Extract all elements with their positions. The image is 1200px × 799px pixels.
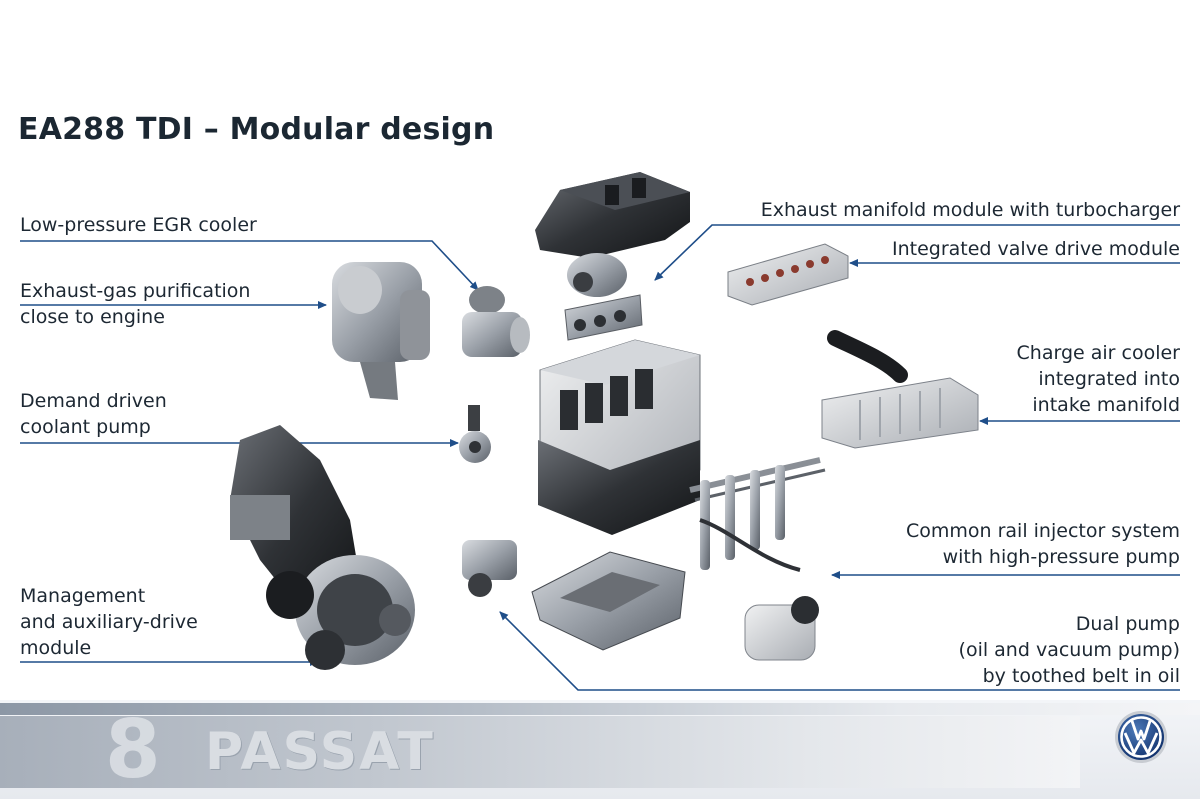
label-line: by toothed belt in oil: [982, 665, 1180, 687]
label-egr-cooler: Low-pressure EGR cooler: [20, 212, 257, 238]
engine-block-part: [538, 339, 701, 535]
label-line: Demand driven: [20, 390, 167, 412]
label-line: and auxiliary-drive: [20, 611, 198, 633]
watermark-passat: PASSAT: [205, 722, 435, 782]
charge-air-cooler-part: [821, 330, 979, 449]
label-line: coolant pump: [20, 416, 151, 438]
dual-pump-line: [499, 611, 1180, 691]
turbocharger-part: [564, 253, 643, 341]
dual-pump-part: [462, 540, 517, 597]
label-charge-air: Charge air cooler integrated into intake…: [1017, 340, 1180, 418]
label-line: Common rail injector system: [905, 520, 1180, 542]
high-pressure-pump-part: [744, 596, 819, 661]
oil-pan-part: [531, 551, 686, 651]
label-valve-drive: Integrated valve drive module: [892, 236, 1180, 262]
label-line: module: [20, 637, 92, 659]
management-module-part: [230, 425, 415, 670]
label-coolant-pump: Demand driven coolant pump: [20, 388, 167, 440]
label-line: Dual pump: [1075, 613, 1180, 635]
exhaust-purification-part: [332, 262, 430, 400]
engine-exploded-diagram: [20, 172, 1180, 691]
label-line: with high-pressure pump: [942, 546, 1180, 568]
coolant-pump-part: [459, 405, 491, 463]
egr-cooler-part: [462, 286, 530, 357]
watermark-mark: 8: [105, 703, 161, 796]
footer-band: [0, 703, 1200, 715]
label-line: integrated into: [1038, 368, 1180, 390]
label-line: Low-pressure EGR cooler: [20, 214, 257, 236]
label-line: Exhaust-gas purification: [20, 280, 251, 302]
common-rail-part: [689, 457, 826, 572]
label-management: Management and auxiliary-drive module: [20, 583, 198, 661]
exhaust-manifold-line: [654, 224, 1180, 281]
label-exhaust-manifold: Exhaust manifold module with turbocharge…: [761, 197, 1180, 223]
slide-title: EA288 TDI – Modular design: [18, 112, 495, 147]
label-exhaust-purification: Exhaust-gas purification close to engine: [20, 278, 250, 330]
label-dual-pump: Dual pump (oil and vacuum pump) by tooth…: [959, 611, 1180, 689]
cylinder-head-cover-part: [535, 172, 690, 258]
footer-bar: [0, 716, 1080, 788]
label-line: (oil and vacuum pump): [958, 639, 1180, 661]
label-common-rail: Common rail injector system with high-pr…: [906, 518, 1180, 570]
label-line: intake manifold: [1032, 394, 1180, 416]
label-line: Charge air cooler: [1016, 342, 1180, 364]
egr-cooler-line: [20, 240, 479, 291]
label-line: Exhaust manifold module with turbocharge…: [760, 199, 1180, 221]
callout-lines: [20, 224, 1180, 691]
vw-logo-icon: [1115, 711, 1167, 763]
valve-drive-part: [727, 243, 849, 306]
label-line: close to engine: [20, 306, 165, 328]
label-line: Integrated valve drive module: [891, 238, 1180, 260]
label-line: Management: [20, 585, 146, 607]
